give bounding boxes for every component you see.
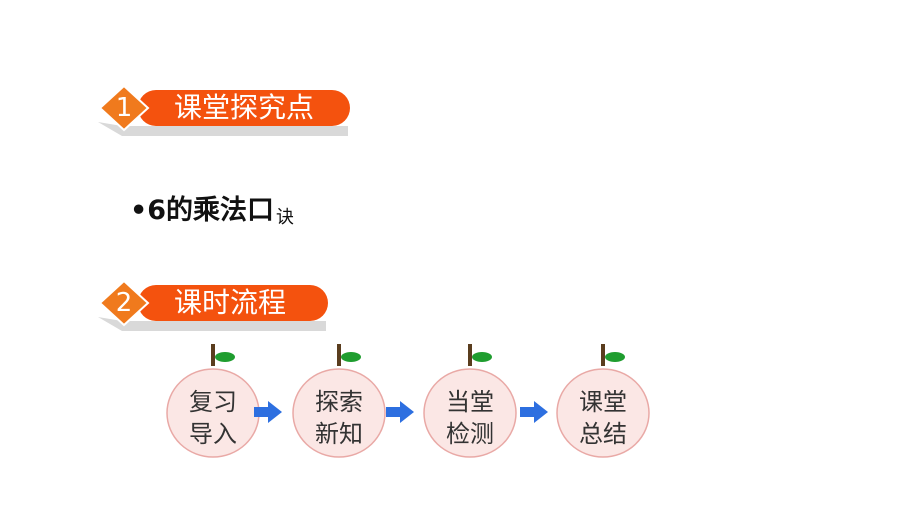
flow-step-2-line1: 探索: [315, 388, 363, 416]
flow-step-3-line1: 当堂: [446, 388, 494, 416]
flow-step-4-line1: 课堂: [579, 388, 627, 416]
bullet-text: •6的乘法口: [130, 195, 275, 226]
arrow-right-icon: [254, 401, 282, 423]
section-header-1-background: [98, 86, 350, 136]
flow-step-4: 课堂 总结: [548, 340, 658, 460]
arrow-right-icon: [520, 401, 548, 423]
peach-icon: [556, 344, 650, 458]
flow-step-3-label: 当堂 检测: [425, 386, 515, 450]
section-header-2-background: [98, 281, 328, 331]
flow-step-3: 当堂 检测: [415, 340, 525, 460]
section-header-1: 1 课堂探究点: [98, 86, 358, 136]
flow-step-2: 探索 新知: [284, 340, 394, 460]
section-title-2: 课时流程: [174, 286, 287, 319]
flow-step-1: 复习 导入: [158, 340, 268, 460]
flow-step-2-line2: 新知: [315, 420, 363, 448]
bullet-line: •6的乘法口诀: [130, 188, 295, 228]
flow-step-2-label: 探索 新知: [294, 386, 384, 450]
section-header-2: 2 课时流程: [98, 281, 338, 331]
flow-step-4-label: 课堂 总结: [558, 386, 648, 450]
flow-step-1-line1: 复习: [189, 388, 237, 416]
section-number-1: 1: [115, 93, 133, 123]
arrow-right-icon: [386, 401, 414, 423]
lesson-flow: 复习 导入 探索 新知 当堂 检测: [150, 340, 670, 470]
section-number-2: 2: [115, 288, 133, 318]
flow-step-1-label: 复习 导入: [168, 386, 258, 450]
peach-icon: [423, 344, 517, 458]
section-title-1: 课堂探究点: [174, 91, 315, 124]
peach-icon: [292, 344, 386, 458]
flow-step-4-line2: 总结: [579, 420, 627, 448]
flow-step-3-line2: 检测: [446, 420, 494, 448]
bullet-text-tail: 诀: [276, 207, 295, 228]
flow-step-1-line2: 导入: [189, 420, 237, 448]
